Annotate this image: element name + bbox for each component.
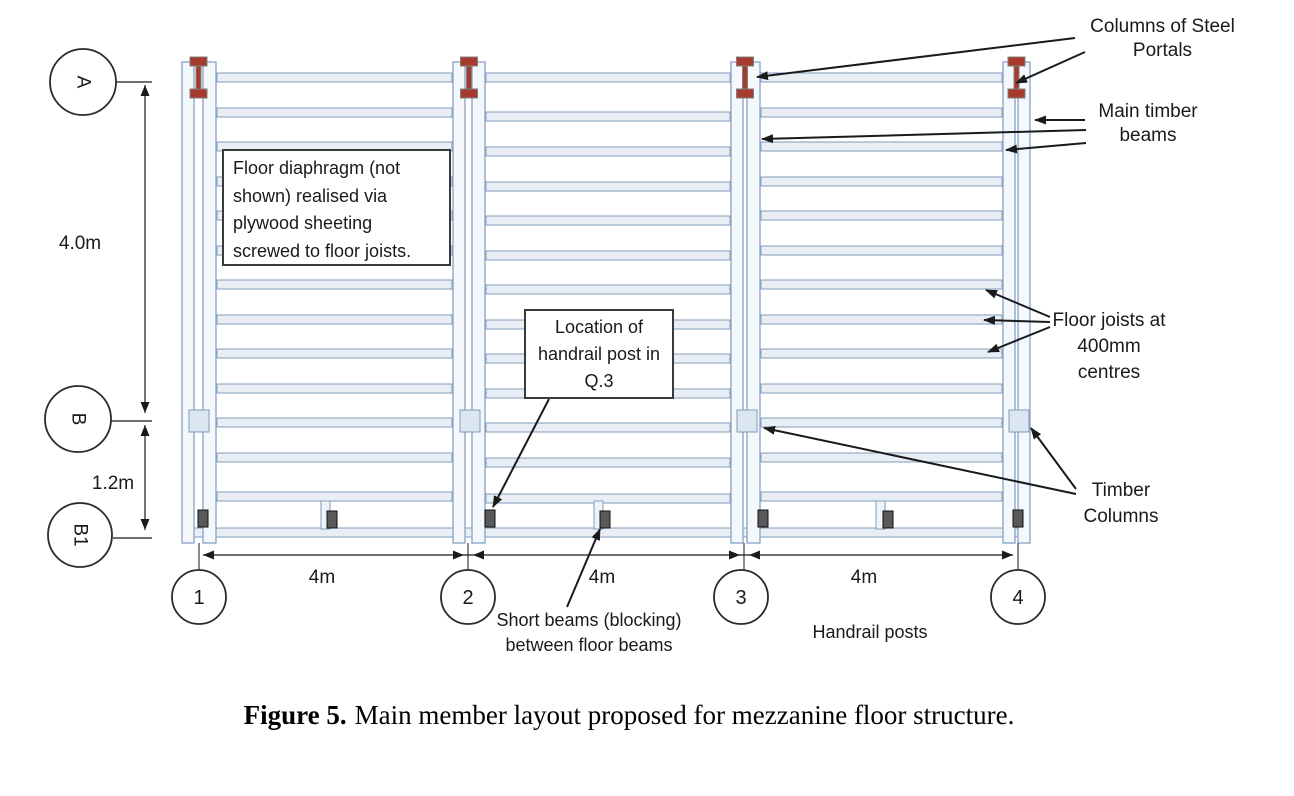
dimension-bay-2-3: 4m	[588, 567, 616, 588]
horizontal-dimension	[198, 543, 1019, 570]
grid-bubbles: A B B1 1 2 3 4	[44, 48, 1046, 625]
grid-col-bubble	[171, 569, 227, 625]
annotation-arrows	[492, 37, 1087, 608]
dimension-1-2m: 1.2m	[91, 473, 135, 494]
grid-row-label: A	[73, 76, 94, 89]
figure-caption-text: Main member layout proposed for mezzanin…	[354, 700, 1015, 730]
label-short-beams-blocking: Short beams (blocking) between floor bea…	[496, 610, 682, 655]
grid-col-label: 1	[193, 587, 204, 609]
callout-handrail-location: Location of handrail post in Q.3	[524, 309, 674, 399]
grid-col-bubble	[990, 569, 1046, 625]
grid-col-label: 4	[1012, 587, 1023, 609]
label-main-timber-beams: Main timber beams	[1098, 101, 1198, 146]
grid-col-bubble	[440, 569, 496, 625]
figure-caption: Figure 5.Main member layout proposed for…	[0, 700, 1258, 731]
grid-row-bubble	[44, 385, 112, 453]
dimension-4-0m: 4.0m	[58, 233, 102, 254]
steel-portal-column-icons	[189, 56, 1026, 99]
label-floor-joists: Floor joists at 400mm centres	[1052, 310, 1166, 383]
grid-col-bubble	[713, 569, 769, 625]
label-handrail-posts: Handrail posts	[812, 622, 928, 642]
figure-caption-label: Figure 5.	[243, 700, 347, 730]
dimension-bay-1-2: 4m	[308, 567, 336, 588]
grid-row-bubble	[49, 48, 117, 116]
grid-row-label: B1	[70, 523, 91, 546]
dimension-bay-3-4: 4m	[850, 567, 878, 588]
floor-joists-layer	[181, 72, 1031, 538]
grid-row-bubble	[47, 502, 113, 568]
grid-row-label: B	[68, 413, 89, 426]
callout-floor-diaphragm: Floor diaphragm (not shown) realised via…	[222, 149, 451, 266]
vertical-dimension	[111, 81, 152, 539]
label-columns-of-steel-portals: Columns of Steel Portals	[1090, 16, 1235, 61]
timber-column-junctions	[188, 409, 1030, 433]
handrail-posts-layer	[197, 509, 1024, 529]
grid-col-label: 3	[735, 587, 746, 609]
label-timber-columns: Timber Columns	[1083, 480, 1159, 527]
grid-col-label: 2	[462, 587, 473, 609]
